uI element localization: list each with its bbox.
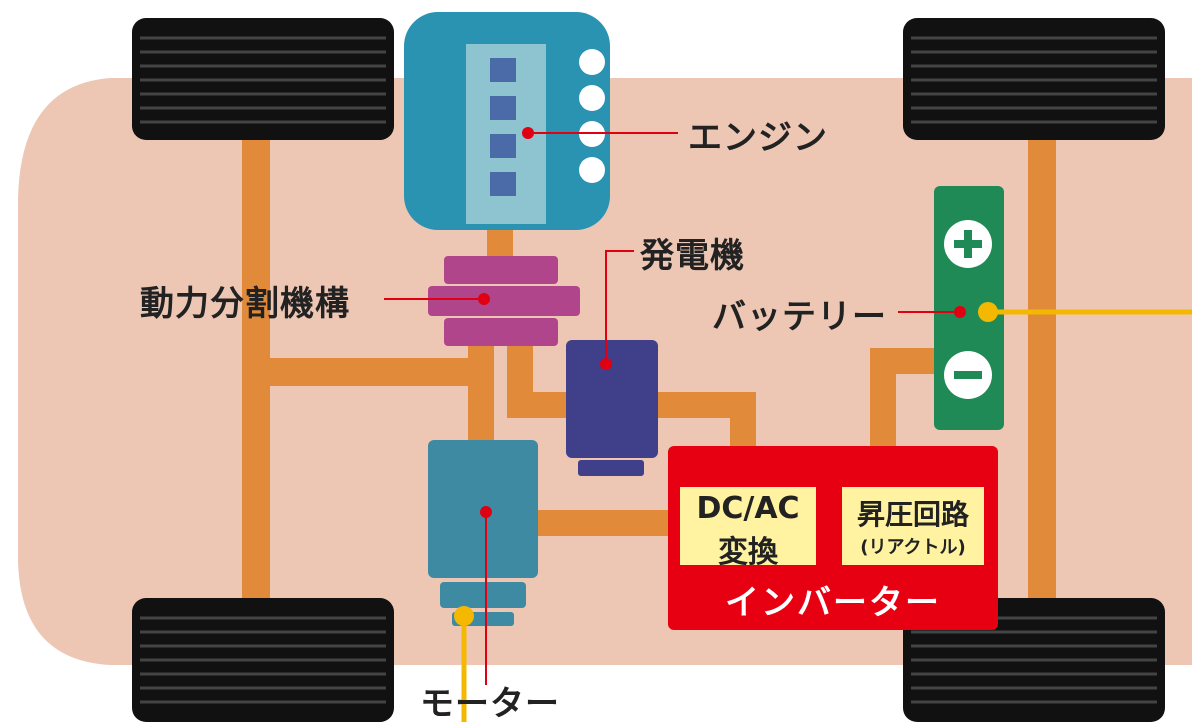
leader-lines: [384, 132, 960, 685]
dcac-label-line1: DC/AC: [696, 491, 800, 526]
tire-rear-left: [132, 598, 394, 722]
engine-label: エンジン: [688, 118, 828, 158]
engine: [404, 12, 610, 230]
engine-cylinders: [490, 58, 516, 196]
plus-icon: [944, 220, 992, 268]
signal-lines: [454, 302, 1192, 722]
boost-circuit-text: 昇圧回路 (リアクトル): [842, 487, 984, 565]
motor-label: モーター: [420, 684, 560, 724]
right-axle: [1028, 140, 1056, 610]
dcac-converter-box: [680, 487, 816, 565]
boost-circuit-box: [842, 487, 984, 565]
battery: [934, 186, 1004, 430]
boost-label-line1: 昇圧回路: [856, 498, 969, 531]
tire-front-left: [132, 18, 394, 140]
power-split-label: 動力分割機構: [140, 284, 350, 324]
dcac-converter-text: DC/AC 変換: [680, 487, 816, 570]
minus-icon: [944, 351, 992, 399]
generator-label: 発電機: [640, 236, 745, 276]
generator: [566, 340, 658, 476]
engine-output-shaft: [487, 228, 513, 260]
split-to-motor-shaft: [468, 340, 494, 450]
dcac-label-line2: 変換: [718, 535, 778, 570]
power-split-device: [428, 256, 580, 346]
boost-label-line2: (リアクトル): [860, 537, 966, 558]
engine-ports: [579, 49, 605, 183]
leader-dots: [478, 127, 966, 518]
split-to-generator-shaft: [507, 345, 572, 418]
inverter: [668, 446, 998, 630]
crossbar: [242, 358, 492, 386]
tire-front-right: [903, 18, 1165, 140]
motor-to-dcac-wire: [536, 510, 676, 536]
generator-leader-line: [605, 250, 634, 362]
inverter-label: インバーター: [725, 583, 941, 623]
motor: [428, 440, 538, 626]
battery-label: バッテリー: [712, 297, 887, 337]
